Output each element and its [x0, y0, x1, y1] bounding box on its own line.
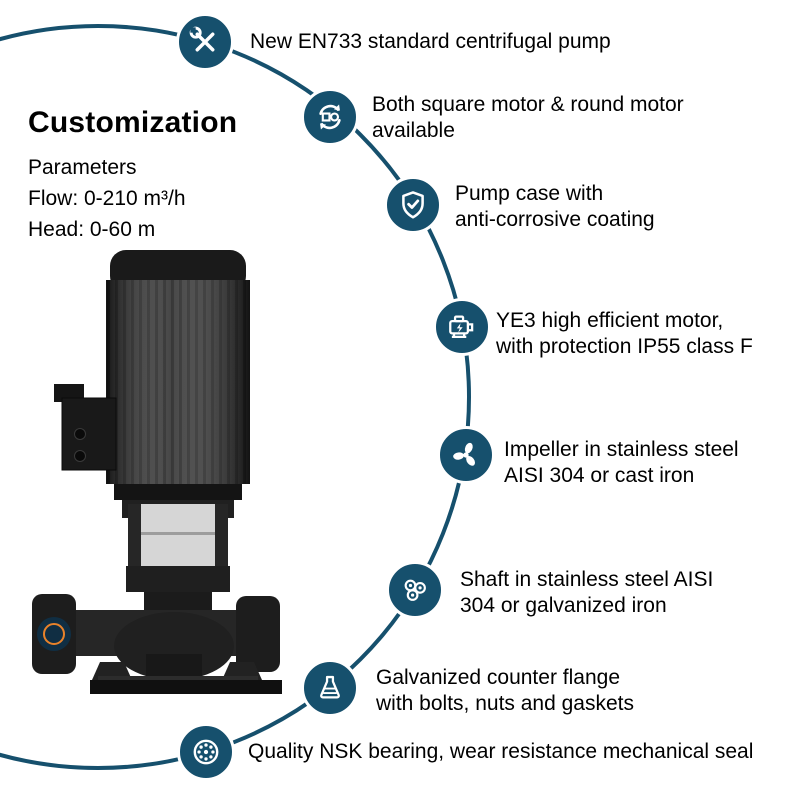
- volute-casing: [32, 592, 280, 680]
- feature-line: AISI 304 or cast iron: [504, 464, 695, 487]
- feature-text: Quality NSK bearing, wear resistance mec…: [248, 739, 753, 765]
- page-title: Customization: [28, 106, 238, 139]
- feature-text: YE3 high efficient motor, with protectio…: [496, 308, 753, 360]
- feature-text: Both square motor & round motor availabl…: [372, 92, 684, 144]
- bearing-icon: [193, 739, 219, 765]
- flange-icon: [320, 675, 340, 699]
- feature-line: Shaft in stainless steel AISI: [460, 568, 714, 591]
- tools-badge: [176, 13, 234, 71]
- feature-line: Impeller in stainless steel: [504, 438, 739, 461]
- feature-line: Both square motor & round motor: [372, 93, 684, 116]
- feature-line: YE3 high efficient motor,: [496, 309, 724, 332]
- motor-swap-badge: [301, 88, 359, 146]
- feature-text: Pump case with anti-corrosive coating: [455, 181, 655, 233]
- flange-badge: [301, 659, 359, 717]
- motor-assembly: [106, 250, 250, 500]
- brand-label: [37, 617, 71, 651]
- shield-check-icon: [402, 191, 424, 219]
- bearing-badge: [177, 723, 235, 781]
- shaft-icon: [404, 579, 426, 601]
- shield-badge: [384, 176, 442, 234]
- customization-block: Customization Parameters Flow: 0-210 m³/…: [28, 106, 237, 245]
- feature-line: Pump case with: [455, 182, 604, 205]
- junction-box: [54, 384, 117, 471]
- feature-line: with protection IP55 class F: [496, 335, 753, 358]
- tools-icon: [189, 26, 215, 52]
- parameters-label: Parameters: [28, 156, 137, 179]
- feature-line: 304 or galvanized iron: [460, 594, 667, 617]
- feature-line: New EN733 standard centrifugal pump: [250, 30, 611, 53]
- impeller-badge: [437, 426, 495, 484]
- feature-text: New EN733 standard centrifugal pump: [250, 29, 611, 55]
- feature-text: Shaft in stainless steel AISI 304 or gal…: [460, 567, 713, 619]
- electric-motor-icon: [449, 315, 474, 338]
- feature-line: Galvanized counter flange: [376, 666, 620, 689]
- feature-text: Impeller in stainless steel AISI 304 or …: [504, 437, 739, 489]
- feature-line: Quality NSK bearing, wear resistance mec…: [248, 740, 754, 763]
- base-plate: [90, 654, 282, 694]
- impeller-icon: [453, 442, 475, 466]
- shaft-badge: [386, 561, 444, 619]
- feature-line: anti-corrosive coating: [455, 208, 655, 231]
- feature-text: Galvanized counter flange with bolts, nu…: [376, 665, 634, 717]
- motor-badge: [433, 298, 491, 356]
- coupling-lantern: [122, 500, 234, 592]
- feature-line: with bolts, nuts and gaskets: [376, 692, 634, 715]
- pump-product-image: [32, 250, 282, 694]
- motor-swap-icon: [319, 104, 341, 130]
- feature-line: available: [372, 119, 455, 142]
- head-spec: Head: 0-60 m: [28, 218, 156, 241]
- flow-spec: Flow: 0-210 m³/h: [28, 187, 186, 210]
